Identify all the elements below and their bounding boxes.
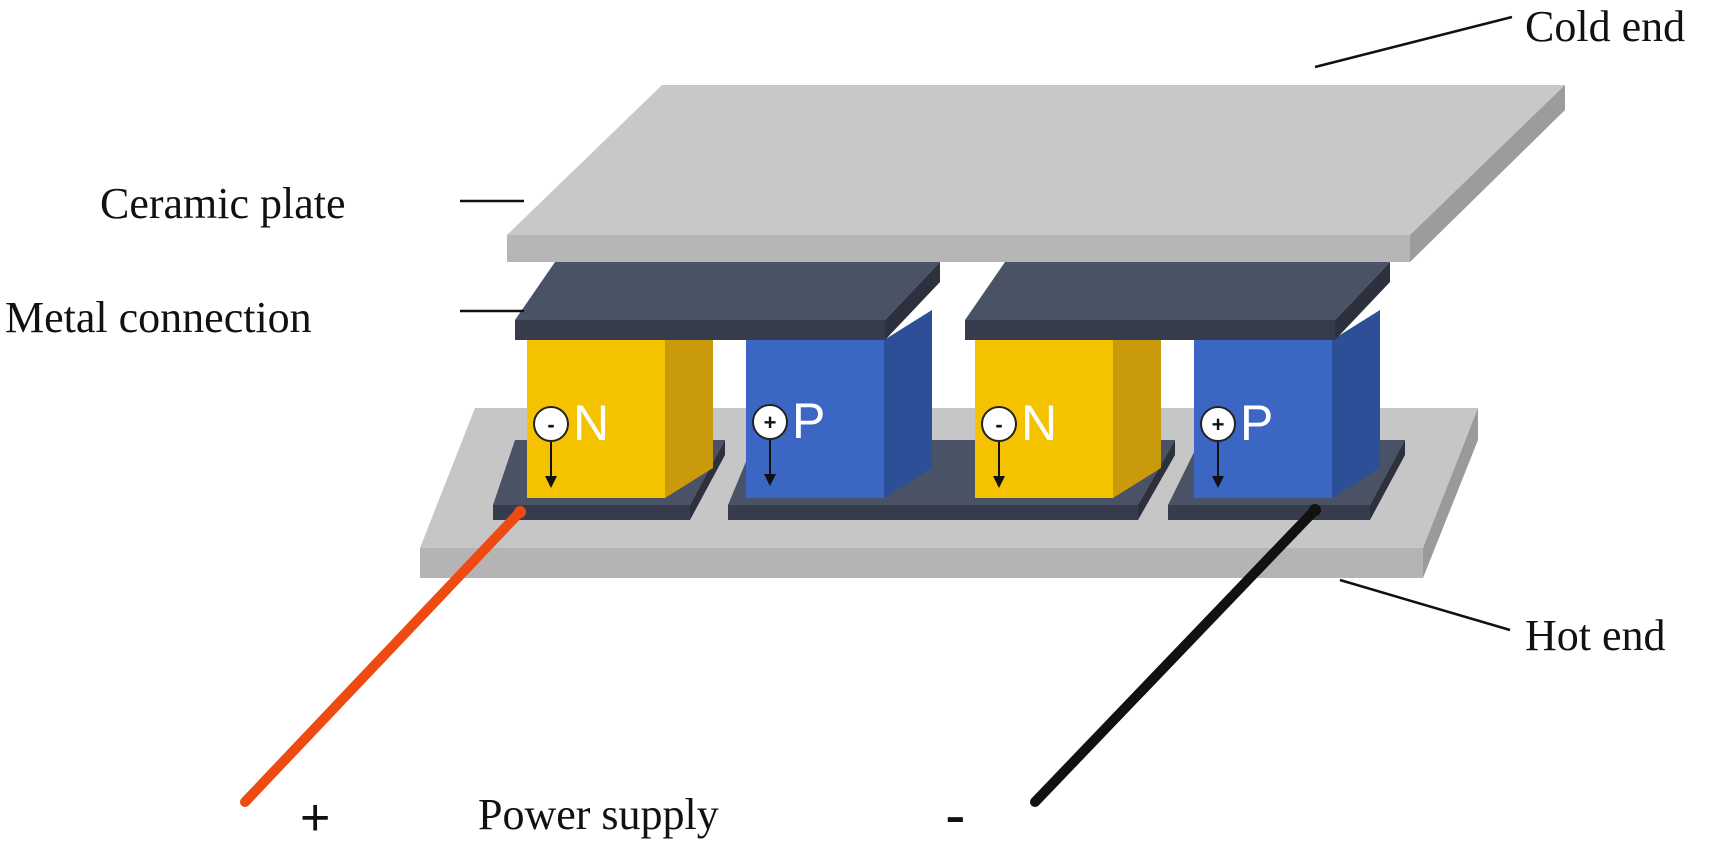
plus-terminal-label: + <box>300 789 330 847</box>
leg-3-annotation: -N <box>981 395 1057 488</box>
carrier-charge-symbol: + <box>764 410 777 435</box>
cold-end-label: Cold end <box>1525 2 1685 51</box>
down-arrow-icon <box>764 474 776 486</box>
leg-type-letter: N <box>1021 395 1057 451</box>
carrier-circle-icon <box>981 406 1017 442</box>
top-metal-connection-left <box>515 262 940 340</box>
hot-end-leader-line <box>1339 578 1511 632</box>
carrier-charge-symbol: + <box>1212 412 1225 437</box>
down-arrow-icon <box>993 476 1005 488</box>
negative-wire <box>1030 504 1321 807</box>
hot-end-label: Hot end <box>1525 611 1666 660</box>
carrier-circle-icon <box>752 404 788 440</box>
leg-2-annotation: +P <box>752 393 825 486</box>
leg-annotations: -N+P-N+P <box>533 393 1273 488</box>
leg-type-letter: N <box>573 395 609 451</box>
down-arrow-icon <box>1212 476 1224 488</box>
leg-1-annotation: -N <box>533 395 609 488</box>
carrier-charge-symbol: - <box>995 412 1002 437</box>
top-metal-connection-right <box>965 262 1390 340</box>
down-arrow-icon <box>545 476 557 488</box>
carrier-circle-icon <box>1200 406 1236 442</box>
carrier-charge-symbol: - <box>547 412 554 437</box>
leg-type-letter: P <box>792 393 825 449</box>
leg-4-annotation: +P <box>1200 395 1273 488</box>
carrier-circle-icon <box>533 406 569 442</box>
cold-end-leader-line <box>1314 15 1513 69</box>
positive-wire <box>240 506 526 807</box>
metal-connection-label: Metal connection <box>5 293 312 342</box>
leg-type-letter: P <box>1240 395 1273 451</box>
minus-terminal-label: - <box>945 781 966 848</box>
power-supply-label: Power supply <box>478 790 719 839</box>
top-ceramic-plate <box>507 85 1565 262</box>
ceramic-plate-label: Ceramic plate <box>100 179 346 228</box>
